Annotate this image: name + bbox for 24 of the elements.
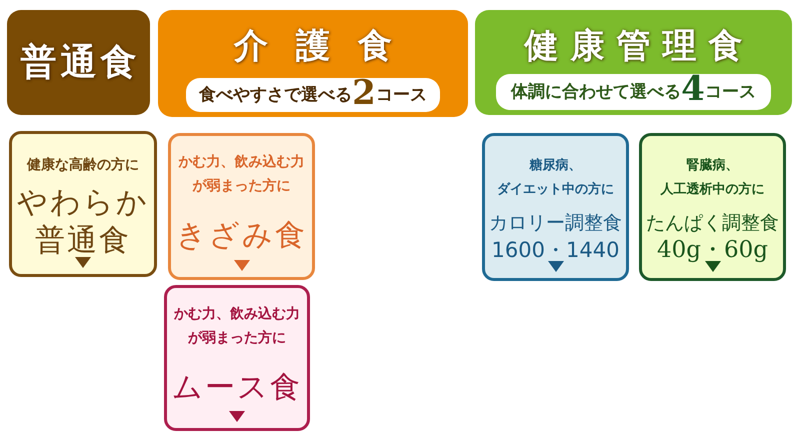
- category-title: 普通食: [20, 41, 140, 85]
- subtitle-pill: 体調に合わせて選べる4コース: [496, 74, 771, 110]
- category-title: 介護食: [234, 25, 420, 68]
- menu-card: [482, 133, 629, 281]
- menu-card: [639, 133, 786, 281]
- menu-name: カロリー調整食: [488, 211, 623, 236]
- category-title: 健康管理食: [524, 25, 754, 68]
- menu-card: [168, 133, 315, 280]
- menu-card: [9, 131, 157, 277]
- menu-name: きざみ食: [175, 218, 308, 254]
- target-text: 健康な高齢の方に: [26, 156, 140, 175]
- category-band: [158, 10, 468, 117]
- menu-card: [164, 285, 310, 431]
- menu-name: たんぱく調整食: [645, 211, 780, 236]
- target-text: 腎臓病、人工透析中の方に: [659, 156, 766, 199]
- menu-name: やわらか普通食: [16, 184, 150, 260]
- target-text: かむ力、飲み込む力が弱まった方に: [178, 153, 306, 196]
- course-values: 40g・60g: [656, 236, 769, 264]
- target-text: 糖尿病、ダイエット中の方に: [496, 156, 615, 199]
- target-text: かむ力、飲み込む力が弱まった方に: [173, 305, 301, 348]
- menu-name: ムース食: [171, 370, 303, 406]
- category-band: [7, 10, 150, 115]
- category-band: [475, 10, 792, 115]
- course-values: 1600・1440: [490, 237, 620, 264]
